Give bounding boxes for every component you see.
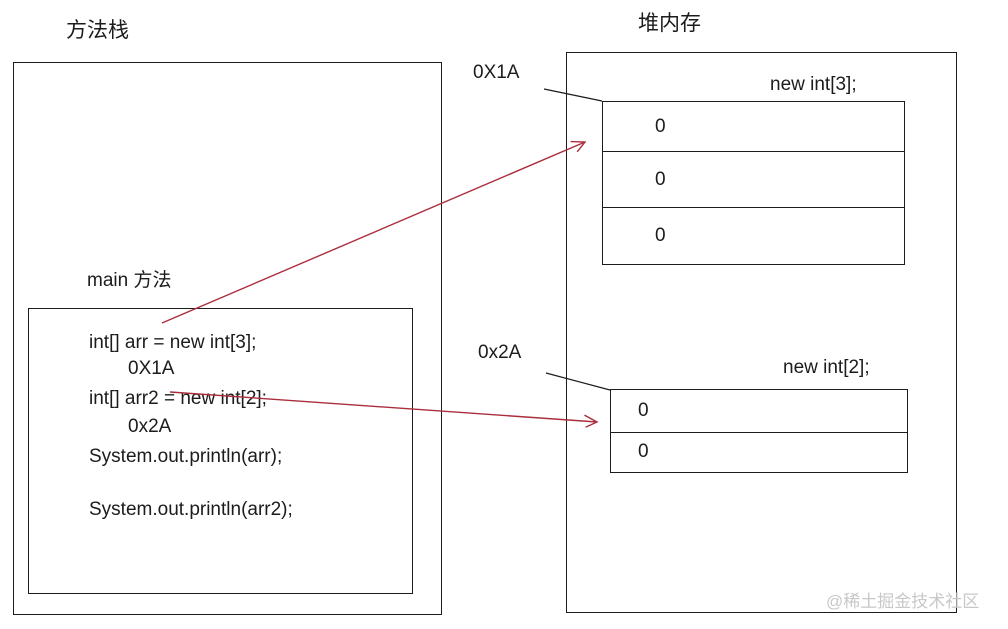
method-stack-title: 方法栈 xyxy=(66,19,129,42)
heap-memory-box xyxy=(566,52,957,613)
code-line-arr-address: 0X1A xyxy=(128,358,175,379)
array2-cell-0: 0 xyxy=(638,399,649,421)
array2-caption-new-int2: new int[2]; xyxy=(783,357,870,378)
method-stack-box xyxy=(13,62,442,615)
address-label-0x2a: 0x2A xyxy=(478,342,522,363)
array2-box: 0 0 xyxy=(610,389,908,473)
array1-cell-1: 0 xyxy=(603,151,904,206)
code-line-arr2-address: 0x2A xyxy=(128,416,172,437)
array1-cell-2: 0 xyxy=(603,206,904,264)
array1-caption-new-int3: new int[3]; xyxy=(770,74,857,95)
address-label-0x1a: 0X1A xyxy=(473,62,520,83)
main-method-label: main 方法 xyxy=(87,270,172,291)
code-line-println-arr: System.out.println(arr); xyxy=(89,446,283,467)
code-line-arr2-declaration: int[] arr2 = new int[2]; xyxy=(89,388,267,409)
main-method-box: int[] arr = new int[3]; 0X1A int[] arr2 … xyxy=(28,308,413,594)
watermark: @稀土掘金技术社区 xyxy=(826,592,980,611)
code-line-arr-declaration: int[] arr = new int[3]; xyxy=(89,332,257,353)
array2-cell-1: 0 xyxy=(611,431,907,472)
code-line-println-arr2: System.out.println(arr2); xyxy=(89,499,293,520)
array1-cell-0: 0 xyxy=(655,115,666,137)
array1-box: 0 0 0 xyxy=(602,101,905,265)
heap-memory-title: 堆内存 xyxy=(638,12,701,35)
